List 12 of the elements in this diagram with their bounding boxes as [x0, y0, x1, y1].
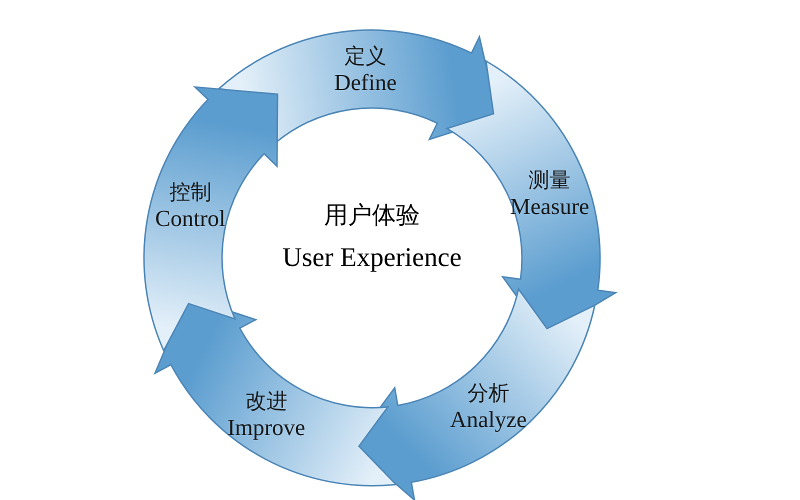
step-label-english: Control [155, 205, 226, 234]
step-label-english: Analyze [450, 406, 527, 434]
step-label-english: Define [334, 68, 397, 97]
step-label: 定义 [344, 42, 386, 69]
step-label: 分析 [467, 380, 510, 406]
step-label: 控制 [169, 179, 212, 206]
step-label-english: Measure [510, 192, 590, 221]
center-label: User Experience [281, 241, 463, 274]
step-label-english: Improve [227, 414, 306, 442]
step-label: 测量 [528, 166, 571, 193]
center-label: 用户体验 [323, 200, 421, 230]
step-label: 改进 [245, 388, 288, 414]
